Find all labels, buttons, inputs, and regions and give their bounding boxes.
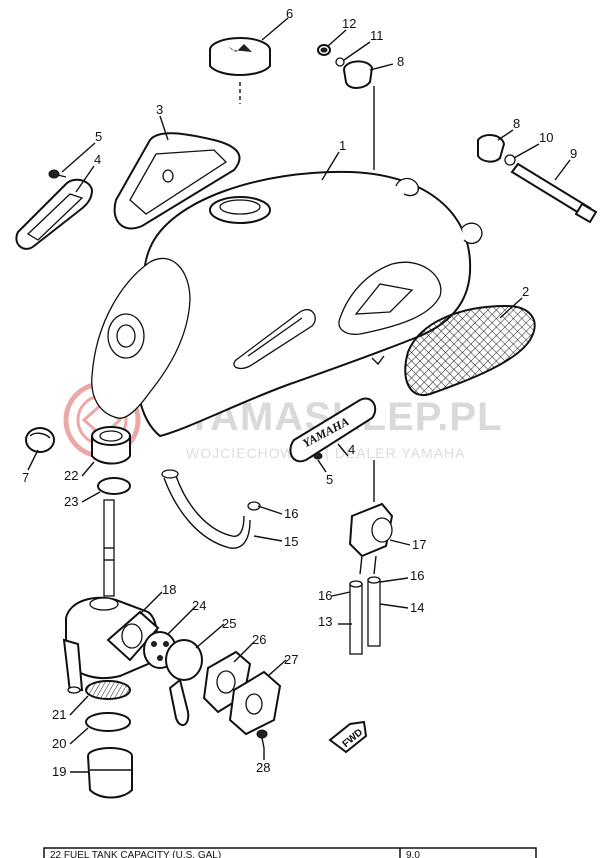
footer-left-text: 22 FUEL TANK CAPACITY (U.S. GAL) [50, 850, 221, 858]
callout-5-right: 5 [326, 472, 333, 487]
callout-23: 23 [64, 494, 78, 509]
callout-5-left: 5 [95, 129, 102, 144]
callout-25: 25 [222, 616, 236, 631]
tank-emblem-left [113, 132, 241, 230]
screw-left [48, 169, 67, 179]
callout-2: 2 [522, 284, 529, 299]
callout-19: 19 [52, 764, 66, 779]
callout-16-pipe-right: 16 [410, 568, 424, 583]
screw-28 [256, 729, 268, 749]
fwd-arrow-icon: FWD [328, 720, 368, 754]
callout-20: 20 [52, 736, 66, 751]
damper-bolt-top [317, 44, 375, 170]
footer-table: 22 FUEL TANK CAPACITY (U.S. GAL) 9.0 [43, 847, 537, 858]
o-ring-small [97, 477, 131, 495]
callout-4-left: 4 [94, 152, 101, 167]
callout-7: 7 [22, 470, 29, 485]
callout-24: 24 [192, 598, 206, 613]
yamaha-emblem-badge: YAMAHA [289, 397, 377, 463]
cock-cover-plate [228, 670, 282, 736]
callout-4-right: 4 [348, 442, 355, 457]
callout-28: 28 [256, 760, 270, 775]
callout-22: 22 [64, 468, 78, 483]
rubber-cap [25, 427, 55, 453]
callout-26: 26 [252, 632, 266, 647]
fuel-pipes [349, 576, 381, 655]
fuel-hose [161, 469, 261, 549]
strainer [85, 680, 131, 700]
cock-lever [165, 639, 203, 727]
callout-16-hose: 16 [284, 506, 298, 521]
knee-grip-pad [404, 304, 536, 397]
callout-18: 18 [162, 582, 176, 597]
fuel-cup [87, 747, 133, 799]
callout-3: 3 [156, 102, 163, 117]
callout-21: 21 [52, 707, 66, 722]
callout-9: 9 [570, 146, 577, 161]
tank-cap [209, 37, 271, 104]
fuel-cock-left [62, 499, 160, 694]
fuel-tank [91, 170, 483, 438]
fuel-cock-right [348, 460, 394, 575]
callout-14: 14 [410, 600, 424, 615]
callout-15: 15 [284, 534, 298, 549]
callout-10: 10 [539, 130, 553, 145]
callout-13: 13 [318, 614, 332, 629]
callout-11: 11 [370, 28, 384, 43]
leader-lines [27, 17, 571, 773]
callout-27: 27 [284, 652, 298, 667]
damper-bolt-right [477, 134, 598, 224]
callout-16-pipe-left: 16 [318, 588, 332, 603]
callout-8-top: 8 [397, 54, 404, 69]
fuel-cock-nut [91, 426, 131, 465]
callout-12: 12 [342, 16, 356, 31]
footer-right-text: 9.0 [406, 850, 420, 858]
callout-17: 17 [412, 537, 426, 552]
callout-8-right: 8 [513, 116, 520, 131]
o-ring-large [85, 712, 131, 732]
emblem-badge-left [15, 178, 94, 250]
callout-6: 6 [286, 6, 293, 21]
callout-labels: 1 2 3 4 4 5 5 6 7 8 8 9 10 11 12 13 14 1… [22, 6, 577, 779]
callout-1: 1 [339, 138, 346, 153]
watermark-subtitle: WOJCIECHOWICZ | DEALER YAMAHA [186, 445, 465, 461]
screw-right [313, 452, 323, 460]
